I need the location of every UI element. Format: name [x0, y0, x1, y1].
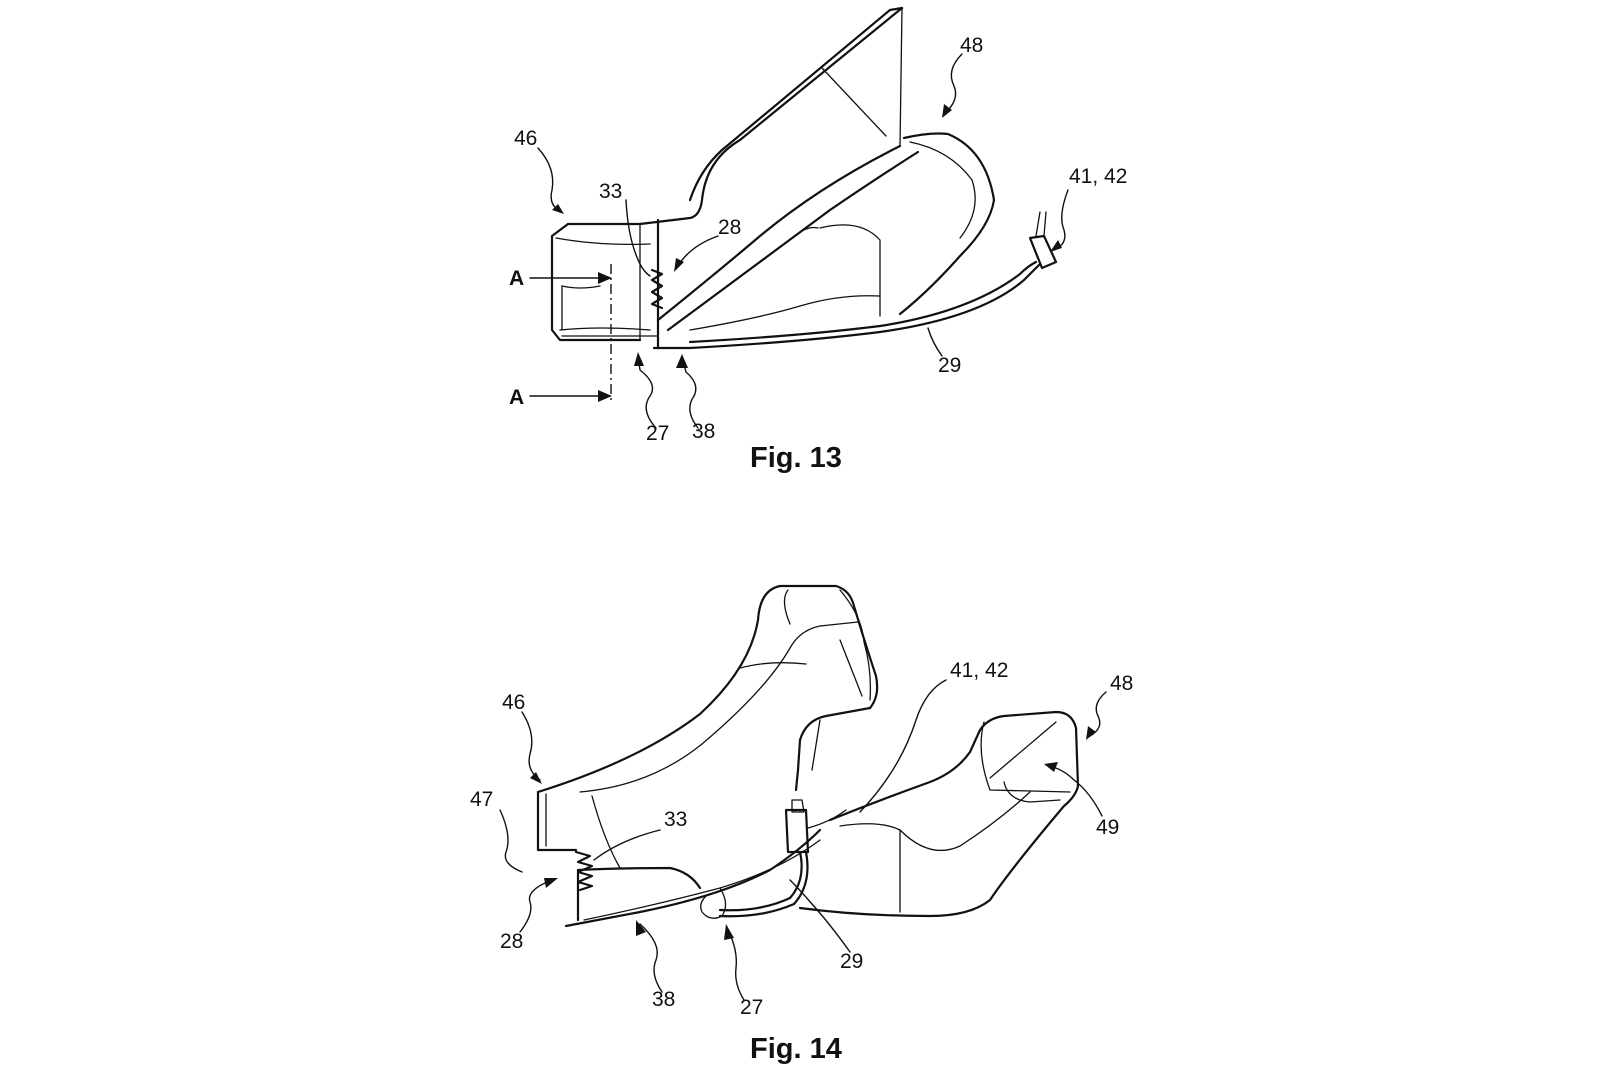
fig14-outlet-duct [798, 710, 1080, 918]
ref-29: 29 [938, 354, 961, 377]
fig14-spring-28 [574, 850, 594, 892]
fig13-outlet-duct [689, 132, 996, 331]
ref-46: 46 [514, 127, 537, 150]
ref-49: 49 [1096, 816, 1119, 839]
ref-46: 46 [502, 691, 525, 714]
fig13-inlet-body [550, 218, 692, 350]
ref-47: 47 [470, 788, 493, 811]
ref-41-42: 41, 42 [950, 659, 1008, 682]
figure-14: 46 47 33 28 41, 42 48 49 29 38 27 Fig. 1… [470, 584, 1133, 1065]
ref-27: 27 [740, 996, 763, 1019]
ref-48: 48 [1110, 672, 1133, 695]
ref-38: 38 [692, 420, 715, 443]
ref-38: 38 [652, 988, 675, 1011]
ref-41-42: 41, 42 [1069, 165, 1127, 188]
figure-13-caption: Fig. 13 [750, 442, 842, 474]
ref-33: 33 [599, 180, 622, 203]
fig13-section-line-a: A A [509, 264, 612, 409]
figure-14-caption: Fig. 14 [750, 1033, 842, 1065]
fig13-upper-fin [638, 6, 920, 332]
fig14-channel-body [536, 584, 879, 869]
section-mark-a-top: A [509, 267, 524, 290]
figure-13: A A 46 48 33 28 41, 42 29 27 38 [509, 6, 1127, 474]
ref-33: 33 [664, 808, 687, 831]
fig13-spring-28 [650, 268, 664, 310]
ref-28: 28 [500, 930, 523, 953]
fig14-leader-lines [499, 679, 1107, 1001]
fig13-leader-lines [537, 53, 1069, 429]
ref-27: 27 [646, 422, 669, 445]
fig14-cable [718, 768, 847, 918]
fig14-lower-lip [564, 828, 822, 928]
ref-28: 28 [718, 216, 741, 239]
fig13-cable [688, 211, 1058, 350]
ref-48: 48 [960, 34, 983, 57]
section-mark-a-bottom: A [509, 386, 524, 409]
ref-29: 29 [840, 950, 863, 973]
